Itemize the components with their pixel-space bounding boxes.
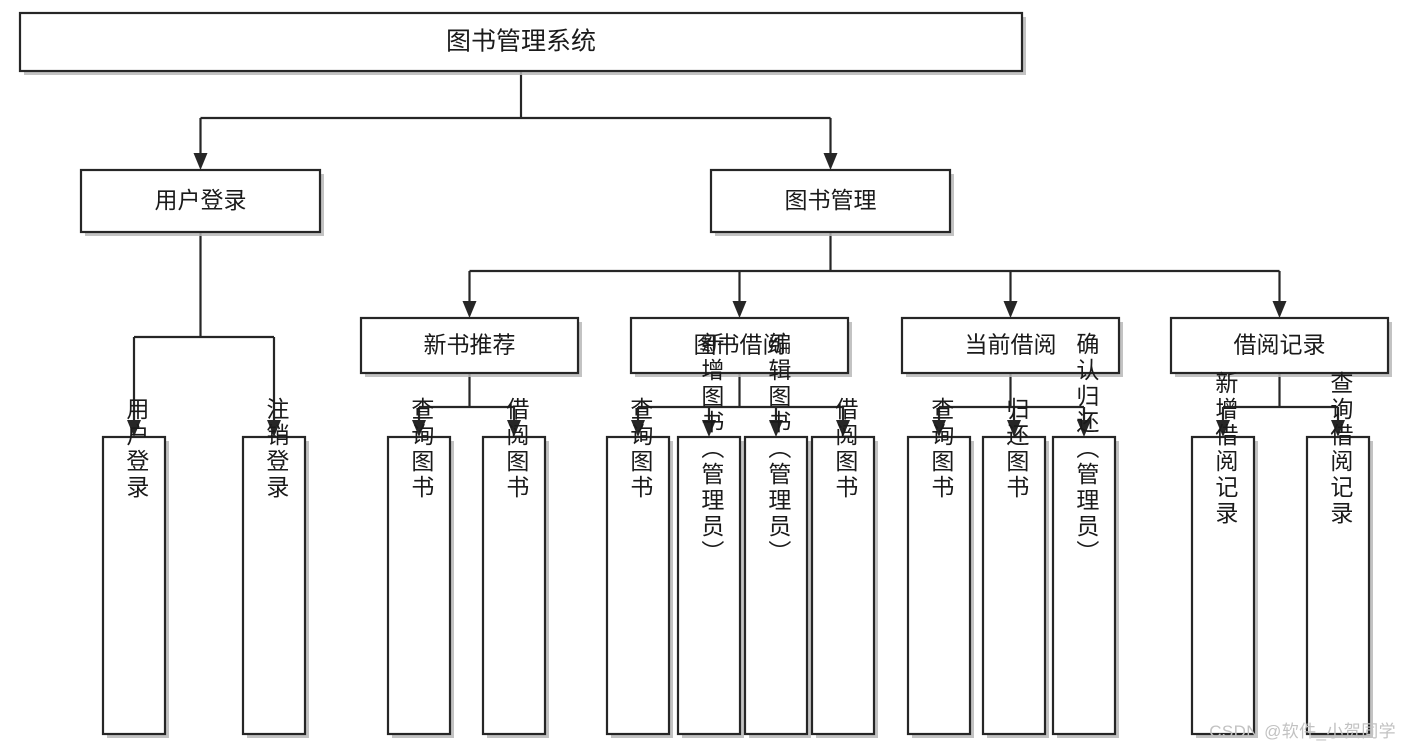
node-new-book-rec[interactable]: 新书推荐 <box>359 316 582 377</box>
node-user-login[interactable]: 用户登录 <box>79 168 324 236</box>
node-book-borrow-lend[interactable]: 借阅图书 <box>810 397 878 738</box>
node-label: 编辑图书（管理员） <box>765 332 792 566</box>
node-label: 确认归还（管理员） <box>1073 332 1100 566</box>
node-rect[interactable] <box>1169 316 1390 375</box>
node-rect[interactable] <box>481 435 547 736</box>
node-current-borrow[interactable]: 当前借阅 <box>900 316 1123 377</box>
node-label: 借阅图书 <box>503 397 530 501</box>
node-rect[interactable] <box>79 168 322 234</box>
node-label: 归还图书 <box>1003 397 1030 501</box>
node-user-login-logout[interactable]: 注销登录 <box>241 397 309 738</box>
node-book-borrow-add[interactable]: 新增图书（管理员） <box>676 332 744 738</box>
node-user-login-login[interactable]: 用户登录 <box>101 397 169 738</box>
node-rect[interactable] <box>101 435 167 736</box>
node-root[interactable]: 图书管理系统 <box>18 11 1026 75</box>
node-rect[interactable] <box>241 435 307 736</box>
node-rect[interactable] <box>18 11 1024 73</box>
node-label: 图书管理 <box>785 187 877 213</box>
node-current-borrow-confirm[interactable]: 确认归还（管理员） <box>1051 332 1119 738</box>
node-label: 查询图书 <box>627 397 654 501</box>
node-label: 查询图书 <box>928 397 955 501</box>
node-rect[interactable] <box>743 435 809 736</box>
node-current-borrow-return[interactable]: 归还图书 <box>981 397 1049 738</box>
node-label: 新增借阅记录 <box>1212 371 1239 527</box>
node-new-book-rec-borrow[interactable]: 借阅图书 <box>481 397 549 738</box>
node-rect[interactable] <box>1305 435 1371 736</box>
node-label: 新增图书（管理员） <box>698 332 725 566</box>
node-borrow-record-query[interactable]: 查询借阅记录 <box>1305 371 1373 738</box>
node-rect[interactable] <box>1051 435 1117 736</box>
node-rect[interactable] <box>810 435 876 736</box>
node-label: 查询图书 <box>408 397 435 501</box>
node-rect[interactable] <box>605 435 671 736</box>
node-rect[interactable] <box>1190 435 1256 736</box>
node-book-borrow-query[interactable]: 查询图书 <box>605 397 673 738</box>
node-rect[interactable] <box>900 316 1121 375</box>
node-label: 图书管理系统 <box>446 28 596 56</box>
node-label: 新书推荐 <box>424 332 516 358</box>
node-rect[interactable] <box>676 435 742 736</box>
node-label: 借阅图书 <box>832 397 859 501</box>
node-label: 图书借阅 <box>694 332 786 358</box>
node-rect[interactable] <box>981 435 1047 736</box>
node-rect[interactable] <box>709 168 952 234</box>
node-book-manage[interactable]: 图书管理 <box>709 168 954 236</box>
node-label: 用户登录 <box>123 397 150 501</box>
node-label: 查询借阅记录 <box>1327 371 1354 527</box>
node-rect[interactable] <box>359 316 580 375</box>
node-current-borrow-query[interactable]: 查询图书 <box>906 397 974 738</box>
node-borrow-record-add[interactable]: 新增借阅记录 <box>1190 371 1258 738</box>
node-rect[interactable] <box>629 316 850 375</box>
node-borrow-record[interactable]: 借阅记录 <box>1169 316 1392 377</box>
node-label: 用户登录 <box>155 187 247 213</box>
node-label: 注销登录 <box>263 397 290 501</box>
node-label: 借阅记录 <box>1234 332 1326 358</box>
node-book-borrow-edit[interactable]: 编辑图书（管理员） <box>743 332 811 738</box>
node-rect[interactable] <box>906 435 972 736</box>
node-new-book-rec-query[interactable]: 查询图书 <box>386 397 454 738</box>
node-rect[interactable] <box>386 435 452 736</box>
node-label: 当前借阅 <box>965 332 1057 358</box>
node-book-borrow[interactable]: 图书借阅 <box>629 316 852 377</box>
